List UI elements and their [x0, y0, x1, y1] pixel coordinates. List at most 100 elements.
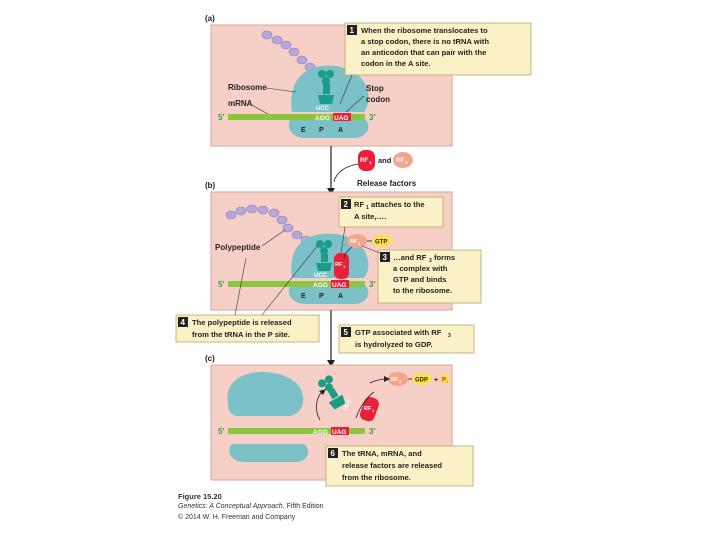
rf3-complex-sub: 3 [358, 241, 361, 246]
mrna-pointer [249, 103, 269, 115]
step-3-line-3: GTP and binds [393, 275, 446, 284]
codon-seq-stop-c: UAG [332, 429, 346, 436]
callout-step-1 [344, 22, 532, 76]
release-factors-label: Release factors [357, 179, 417, 188]
step-3-rf-sub: 3 [429, 258, 432, 264]
trna-release-arrow [316, 391, 323, 421]
mrna-5prime-b: 5′ [218, 280, 224, 289]
step-5-rf-sub: 3 [448, 333, 451, 339]
panel-c-label: (c) [205, 354, 215, 363]
site-p-a: P [319, 127, 324, 134]
stop-codon-highlight-c [331, 427, 349, 435]
pi-label: P [442, 378, 446, 384]
rf3-binding-arrow [343, 246, 353, 259]
copyright: © 2014 W. H. Freeman and Company [178, 514, 296, 521]
rf3-released-shape [388, 372, 408, 386]
step-4-pointer-b [261, 244, 319, 316]
step-1-line-3: an anticodon that can pair with the [361, 48, 486, 57]
rf1-released-sub: 1 [372, 408, 375, 413]
codon-seq-p-a: AGG [315, 115, 330, 122]
stop-codon-pointer [345, 95, 365, 113]
step-6-line-2: release factors are released [342, 461, 442, 470]
rf3-legend-sub: 3 [405, 160, 408, 165]
step-2-number: 2 [344, 200, 349, 209]
ribosome-small-subunit-c [229, 444, 309, 462]
site-a-a: A [338, 127, 343, 134]
ribosome-pointer [265, 87, 297, 93]
rf-release-arrow [355, 391, 375, 419]
step-1-number-box [347, 25, 357, 35]
plus-sign: + [434, 377, 438, 384]
step-3-line-1-rest: forms [434, 253, 455, 262]
trna-b [316, 240, 332, 271]
ribosome-large-subunit-c [227, 372, 304, 416]
site-a-b: A [338, 293, 343, 300]
panel-b-label: (b) [205, 181, 216, 190]
and-label: and [378, 156, 392, 165]
mrna-3prime-c: 3′ [369, 427, 375, 436]
step-5-line-1: GTP associated with RF [355, 328, 442, 337]
rf1-legend-sub: 1 [369, 160, 372, 165]
step-2-line-2: A site,…. [354, 212, 386, 221]
flow-arrowhead-b-c [327, 360, 335, 367]
step-2-rf-label: RF [354, 200, 364, 209]
step-6-line-3: from the ribosome. [342, 473, 411, 482]
release-factor-entry-arrow [333, 163, 359, 183]
codon-seq-p-c: AGG [313, 429, 328, 436]
step-3-line-4: to the ribosome. [393, 286, 452, 295]
trna-a [318, 70, 334, 104]
anticodon-b: UCC [314, 273, 328, 279]
mrna-label: mRNA [228, 99, 253, 108]
step-4-line-1: The polypeptide is released [192, 318, 292, 327]
rf1-bound-sub: 1 [343, 264, 346, 269]
codon-seq-stop-b: UAG [332, 282, 346, 289]
trna-released-c [318, 375, 346, 410]
anticodon-c: UCC [342, 398, 353, 411]
polypeptide-label: Polypeptide [215, 243, 261, 252]
figure-number: Figure 15.20 [178, 492, 222, 501]
trna-release-arrowhead [319, 389, 326, 395]
anticodon-a: UCC [316, 106, 330, 112]
gdp-shape [412, 373, 432, 385]
gdp-label: GDP [415, 378, 428, 384]
gtp-label-b: GTP [375, 240, 387, 246]
rf1-bound-label: RF [335, 262, 343, 268]
rf3-released-label: RF [391, 377, 399, 383]
step-6-line-1: The tRNA, mRNA, and [342, 449, 422, 458]
step-5-number-box [341, 327, 351, 337]
step-3-number: 3 [383, 253, 388, 262]
step-1-line-2: a stop codon, there is no tRNA with [361, 37, 489, 46]
rf3-complex-label: RF [350, 239, 358, 245]
step-4-line-2: from the tRNA in the P site. [192, 330, 290, 339]
rf3-legend-label: RF [396, 158, 404, 164]
pi-shape [440, 374, 450, 384]
rf3-complex-shape [347, 234, 367, 248]
step-2-rf-sub: 1 [366, 205, 369, 211]
site-e-b: E [301, 293, 306, 300]
ribosome-label: Ribosome [228, 83, 267, 92]
rf1-released-label: RF [364, 406, 372, 412]
mrna-3prime-a: 3′ [369, 113, 375, 122]
step-5-number: 5 [344, 328, 349, 337]
site-e-a: E [301, 127, 306, 134]
book-edition: Fifth Edition [284, 503, 324, 510]
step-4-number-box [178, 317, 188, 327]
site-p-b: P [319, 293, 324, 300]
rf1-released-c [360, 397, 379, 422]
mrna-3prime-b: 3′ [369, 280, 375, 289]
callout-step-4 [175, 314, 320, 343]
stop-codon-highlight-a [333, 113, 351, 121]
polypeptide-pointer [261, 229, 286, 247]
stop-codon-highlight-b [331, 280, 349, 288]
gtp-shape-b [372, 235, 392, 247]
callout-step-2 [338, 196, 444, 228]
pi-sub: i [447, 379, 448, 384]
rf1-bound-b [334, 253, 349, 279]
step-1-line-1: When the ribosome translocates to [361, 26, 488, 35]
rf1-legend-label: RF [360, 158, 368, 164]
step-3-line-2: a complex with [393, 264, 448, 273]
step-5-line-2: is hydrolyzed to GDP. [355, 340, 433, 349]
step-2-number-box [341, 199, 351, 209]
codon-seq-stop-a: UAG [334, 115, 348, 122]
